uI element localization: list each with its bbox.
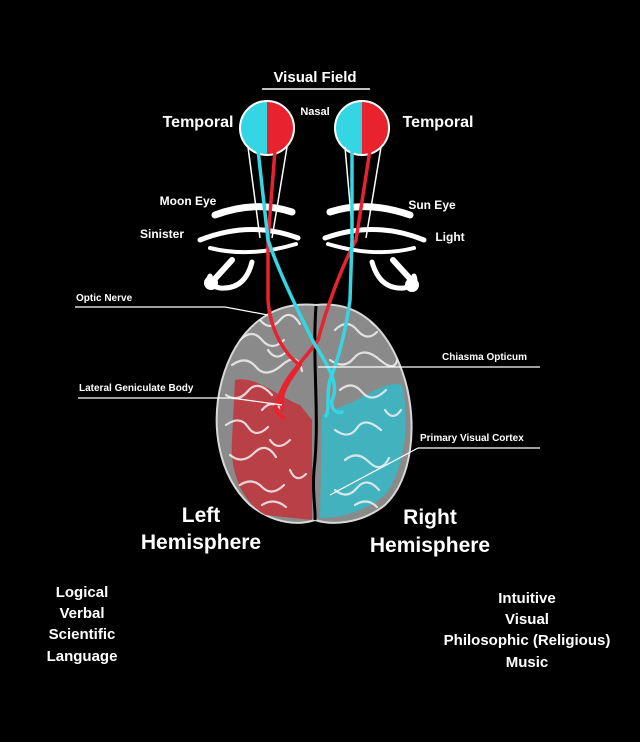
right-traits-list: Intuitive Visual Philosophic (Religious)… (444, 590, 611, 671)
moon-eye-label: Moon Eye (160, 194, 217, 208)
left-visual-cortex-region (231, 379, 312, 520)
left-traits-list: Logical Verbal Scientific Language (47, 584, 118, 665)
moon-eye-of-horus (197, 203, 301, 291)
visual-field-title: Visual Field (273, 69, 356, 86)
left-hemisphere-line1: Left (182, 504, 221, 527)
right-eyeball (334, 100, 390, 156)
callout-lines (75, 306, 540, 496)
brain (215, 303, 413, 524)
light-label: Light (435, 230, 464, 244)
right-visual-cortex-region (320, 384, 406, 518)
right-hemisphere-line2: Hemisphere (370, 534, 490, 557)
right-trait: Visual (505, 611, 549, 628)
sun-eye-of-horus (322, 203, 427, 292)
left-trait: Verbal (59, 605, 104, 622)
right-trait: Music (506, 654, 549, 671)
left-trait: Scientific (49, 626, 116, 643)
red-optic-pathway (266, 148, 372, 420)
sinister-label: Sinister (140, 227, 184, 241)
left-trait: Language (47, 648, 118, 665)
left-hemisphere-line2: Hemisphere (141, 531, 261, 554)
cyan-optic-pathway (256, 148, 354, 418)
right-hemisphere-line1: Right (403, 506, 457, 529)
left-trait: Logical (56, 584, 109, 601)
primary-visual-cortex-label: Primary Visual Cortex (420, 433, 524, 444)
sun-eye-label: Sun Eye (408, 198, 456, 212)
lateral-geniculate-label: Lateral Geniculate Body (79, 383, 194, 394)
temporal-label-left: Temporal (163, 114, 234, 131)
right-trait: Intuitive (498, 590, 556, 607)
nasal-label: Nasal (300, 106, 329, 118)
temporal-label-right: Temporal (403, 114, 474, 131)
chiasma-opticum-label: Chiasma Opticum (442, 352, 527, 363)
optic-nerve-label: Optic Nerve (76, 293, 133, 304)
right-trait: Philosophic (Religious) (444, 632, 611, 649)
